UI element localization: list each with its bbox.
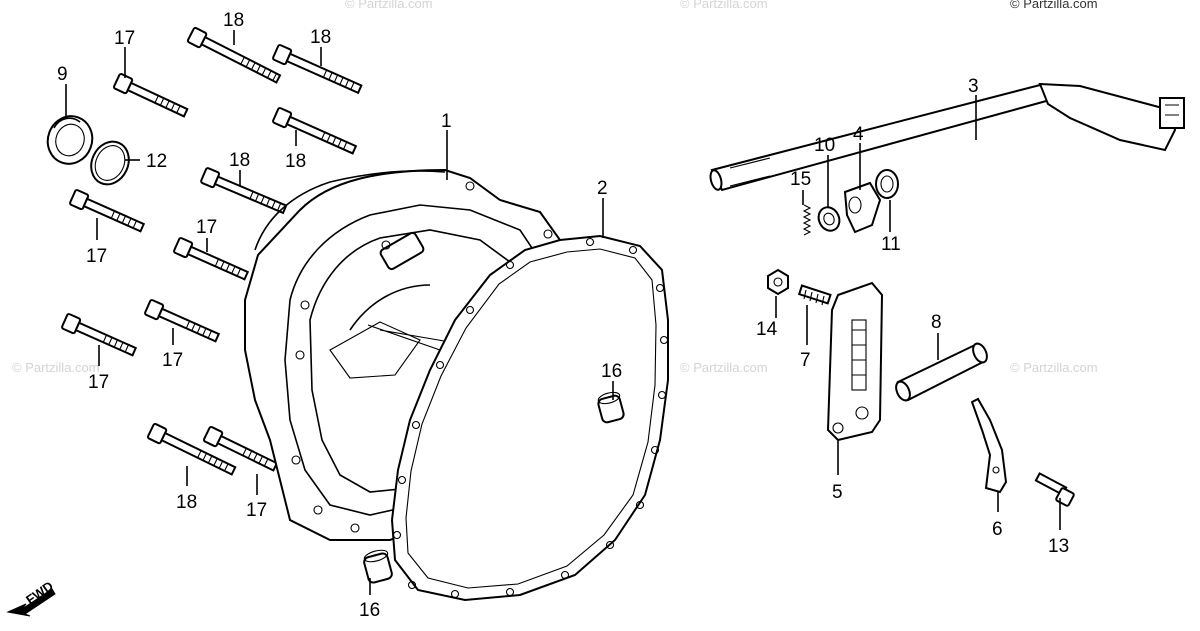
- callout-17-left-a: 17: [86, 246, 107, 267]
- callout-18-top-b: 18: [310, 27, 331, 48]
- bolt-17-top: [113, 73, 189, 118]
- callout-18-top-a: 18: [223, 10, 244, 31]
- bolt-17-left-d: [61, 313, 138, 357]
- callout-14: 14: [756, 319, 778, 340]
- oil-seal-11: [875, 169, 899, 199]
- callout-5: 5: [832, 482, 843, 503]
- callout-17-left-b: 17: [196, 217, 217, 238]
- callout-18-bottom: 18: [176, 492, 197, 513]
- callout-18-left: 18: [229, 150, 250, 171]
- callout-11: 11: [881, 234, 901, 255]
- callout-17-bottom: 17: [246, 500, 267, 521]
- watermark: © Partzilla.com: [680, 360, 768, 375]
- rod-8: [895, 342, 988, 402]
- watermark: © Partzilla.com: [1010, 360, 1098, 375]
- dowel-pin-16-top: [597, 391, 625, 424]
- callout-17-top: 17: [114, 28, 135, 49]
- bolt-18-top-b: [272, 44, 363, 95]
- callout-9: 9: [57, 64, 68, 85]
- bolt-18-bottom: [146, 422, 237, 476]
- callout-1: 1: [441, 111, 452, 132]
- callout-2: 2: [597, 178, 608, 199]
- oil-seal-9: [46, 115, 94, 165]
- callout-15: 15: [790, 169, 811, 190]
- bolt-13: [1034, 472, 1075, 507]
- bolt-18-top-a: [186, 26, 282, 84]
- bolt-17-left-c: [144, 299, 221, 343]
- watermark: © Partzilla.com: [345, 0, 433, 11]
- clutch-lifter-shaft-3: [709, 82, 1185, 192]
- dowel-pin-16-bottom: [363, 549, 393, 584]
- callout-8: 8: [931, 312, 942, 333]
- callout-4: 4: [853, 124, 864, 145]
- bolt-group: [61, 26, 363, 476]
- callout-17-left-d: 17: [88, 372, 109, 393]
- bracket-6: [970, 397, 1008, 494]
- watermark: © Partzilla.com: [1010, 0, 1098, 11]
- callout-18-mid: 18: [285, 151, 306, 172]
- washer-10: [817, 206, 841, 232]
- callout-17-left-c: 17: [162, 350, 183, 371]
- callout-13: 13: [1048, 536, 1069, 557]
- callout-3: 3: [968, 76, 979, 97]
- lifter-piece-4: [843, 181, 882, 234]
- bolt-18-left: [200, 167, 288, 215]
- spring-15: [802, 204, 812, 236]
- bolt-17-left-a: [69, 189, 146, 233]
- lifter-plate-5: [826, 281, 884, 442]
- callout-16-top: 16: [601, 361, 622, 382]
- callout-7: 7: [800, 350, 811, 371]
- bolt-17-left-b: [173, 237, 250, 281]
- callout-10: 10: [814, 135, 835, 156]
- callout-labels: 1 2 3 4 5 6 7 8 9 10 11 12 13 14 15 16 1…: [57, 10, 1069, 621]
- fwd-arrow-icon: FWD: [6, 578, 56, 617]
- callout-6: 6: [992, 519, 1003, 540]
- gasket-2: [390, 234, 669, 602]
- leader-lines: [65, 30, 1061, 595]
- nut-14: [767, 268, 789, 296]
- callout-12: 12: [146, 151, 167, 172]
- bolt-17-bottom: [202, 425, 279, 472]
- callout-16-bottom: 16: [359, 600, 380, 621]
- watermark: © Partzilla.com: [12, 360, 100, 375]
- o-ring-12: [90, 140, 130, 186]
- watermark: © Partzilla.com: [680, 0, 768, 11]
- bolt-18-mid: [272, 107, 358, 155]
- adjusting-screw-7: [797, 284, 832, 306]
